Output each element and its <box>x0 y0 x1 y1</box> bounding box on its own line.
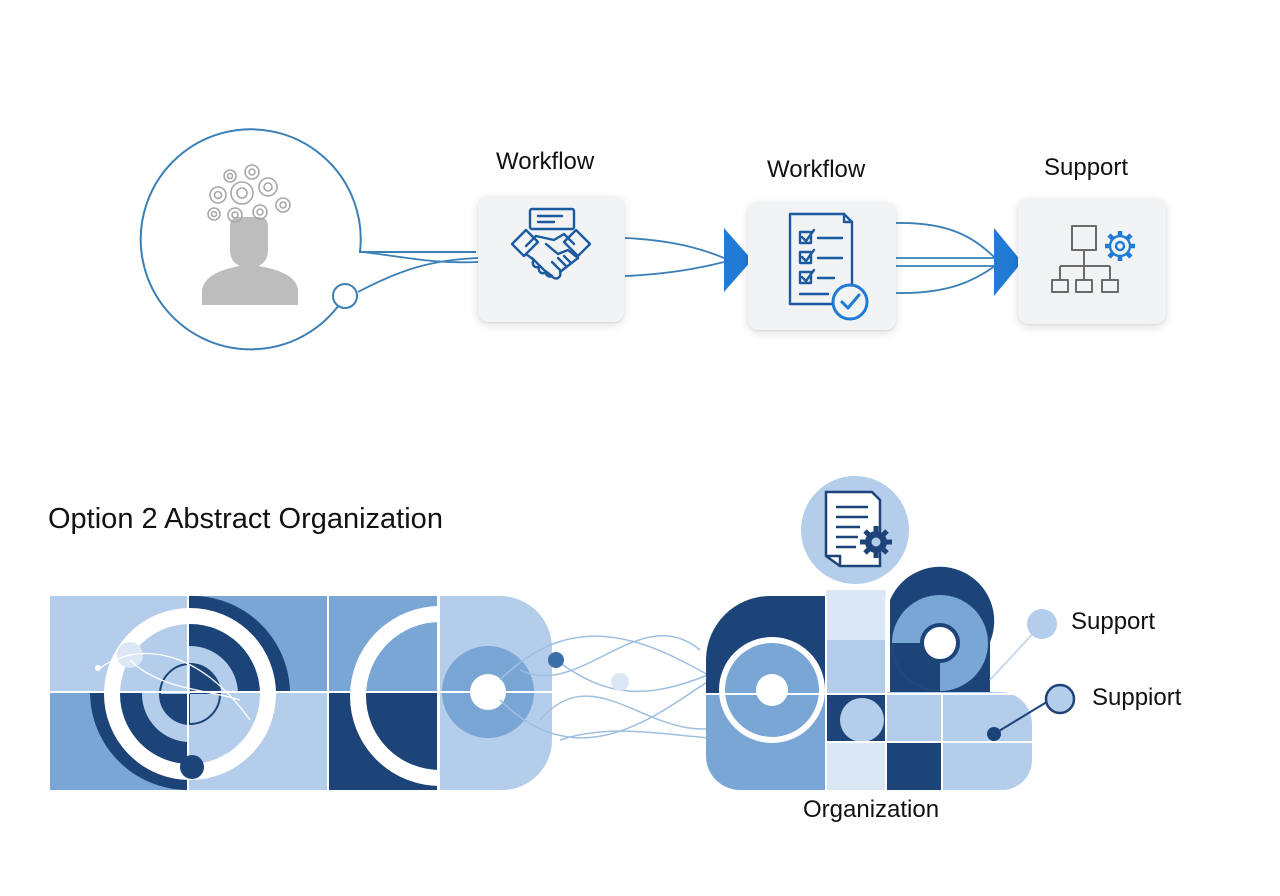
flow-arrow-1 <box>724 228 752 292</box>
step-label-workflow-1: Workflow <box>496 148 595 175</box>
person-thinking-icon <box>202 164 298 305</box>
org-chart-gear-icon <box>1051 225 1135 293</box>
abstract-mosaic-right <box>706 566 1032 790</box>
support-label-1: Support <box>1071 608 1156 635</box>
workflow-card-1 <box>478 196 624 322</box>
document-gear-icon <box>801 476 909 584</box>
support-node-2 <box>1044 683 1076 715</box>
connector-node <box>332 283 358 309</box>
handshake-icon <box>510 207 592 280</box>
step-label-workflow-2: Workflow <box>767 156 866 183</box>
flow-arrow-2 <box>994 228 1022 296</box>
section-heading: Option 2 Abstract Organization <box>48 503 443 535</box>
support-label-2: Suppiort <box>1092 684 1182 711</box>
step-label-support: Support <box>1044 154 1129 181</box>
person-bubble <box>139 128 476 351</box>
workflow-card-2 <box>748 202 896 330</box>
checklist-icon <box>788 212 869 321</box>
support-node-1 <box>1027 609 1057 639</box>
organization-label: Organization <box>803 796 940 823</box>
abstract-mosaic-left <box>50 595 552 790</box>
support-card <box>1018 198 1166 324</box>
